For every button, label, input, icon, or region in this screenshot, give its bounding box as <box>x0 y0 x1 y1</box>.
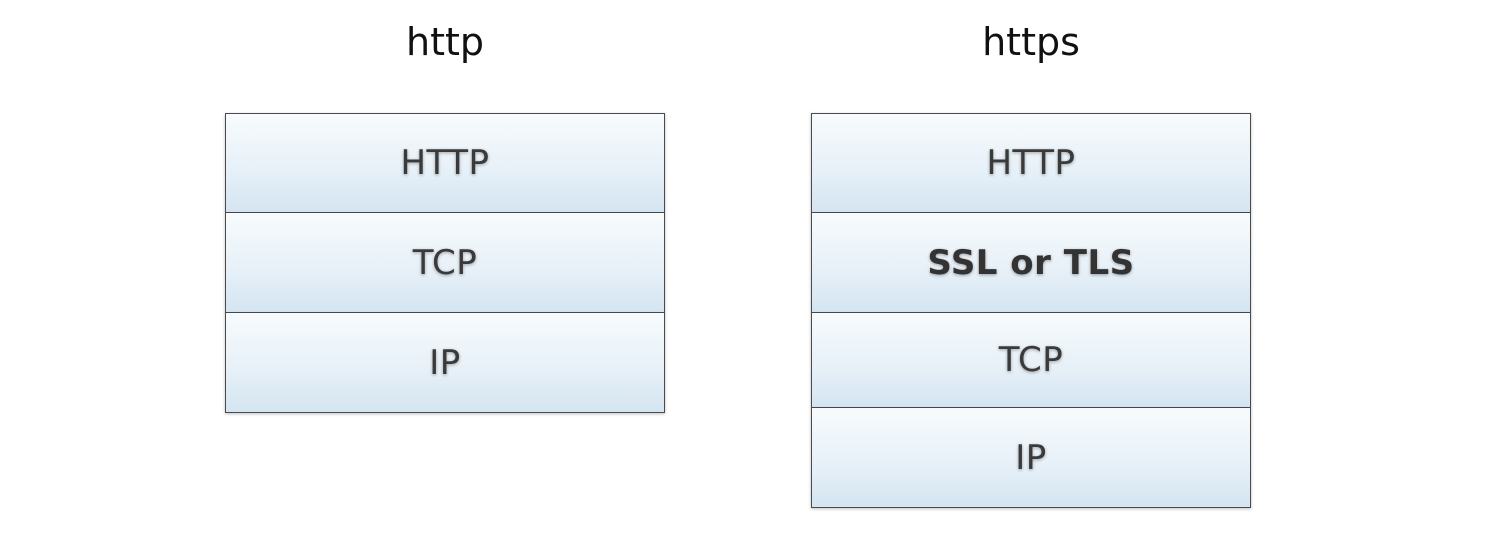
https-stack-layer-ip: IP <box>811 408 1251 508</box>
http-protocol-stack: HTTP TCP IP <box>225 113 665 413</box>
http-stack-title: http <box>405 20 484 64</box>
http-stack-layer-http: HTTP <box>225 113 665 213</box>
http-stack-layer-ip: IP <box>225 313 665 413</box>
https-stack-layer-ssl-tls: SSL or TLS <box>811 213 1251 313</box>
https-stack-title: https <box>982 20 1080 64</box>
https-protocol-stack: HTTP SSL or TLS TCP IP <box>811 113 1251 508</box>
https-stack-layer-tcp: TCP <box>811 313 1251 408</box>
https-stack-layer-http: HTTP <box>811 113 1251 213</box>
http-stack-layer-tcp: TCP <box>225 213 665 313</box>
